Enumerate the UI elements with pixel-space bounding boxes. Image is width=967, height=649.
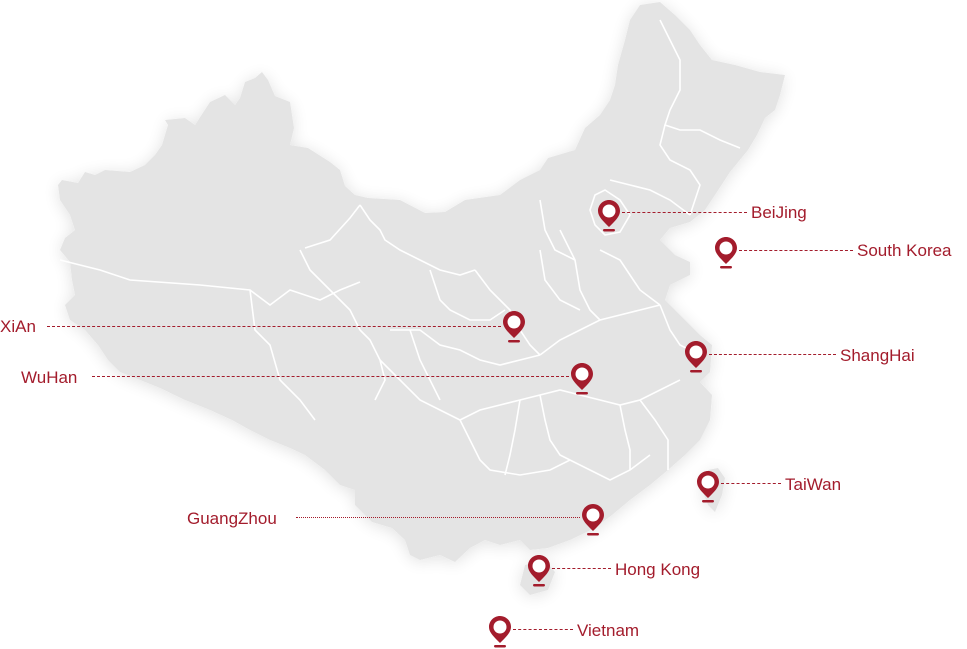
map-pin-icon[interactable] <box>581 503 605 537</box>
leader-line <box>739 250 853 251</box>
location-label-vietnam[interactable]: Vietnam <box>577 621 640 640</box>
location-label-shanghai[interactable]: ShangHai <box>840 346 915 365</box>
location-label-xian[interactable]: XiAn <box>0 317 36 336</box>
location-label-south-korea[interactable]: South Korea <box>857 241 952 260</box>
leader-line <box>296 517 580 518</box>
map-pin-icon[interactable] <box>696 470 720 504</box>
location-label-hong-kong[interactable]: Hong Kong <box>615 560 701 579</box>
map-pin-icon[interactable] <box>714 236 738 270</box>
leader-line <box>622 212 747 213</box>
location-label-taiwan[interactable]: TaiWan <box>785 475 842 494</box>
leader-line <box>552 568 611 569</box>
china-landmass <box>58 2 785 595</box>
map-pin-icon[interactable] <box>488 615 512 649</box>
leader-line <box>721 483 781 484</box>
map-pin-icon[interactable] <box>684 340 708 374</box>
province-borders <box>59 19 741 481</box>
leader-line <box>92 376 569 377</box>
leader-line <box>47 326 501 327</box>
map-pin-icon[interactable] <box>597 199 621 233</box>
leader-line <box>513 629 573 630</box>
map-pin-icon[interactable] <box>502 310 526 344</box>
location-label-wuhan[interactable]: WuHan <box>21 368 78 387</box>
map-pin-icon[interactable] <box>570 362 594 396</box>
leader-line <box>709 354 836 355</box>
location-label-beijing[interactable]: BeiJing <box>751 203 807 222</box>
location-label-guangzhou[interactable]: GuangZhou <box>187 509 277 528</box>
map-pin-icon[interactable] <box>527 554 551 588</box>
